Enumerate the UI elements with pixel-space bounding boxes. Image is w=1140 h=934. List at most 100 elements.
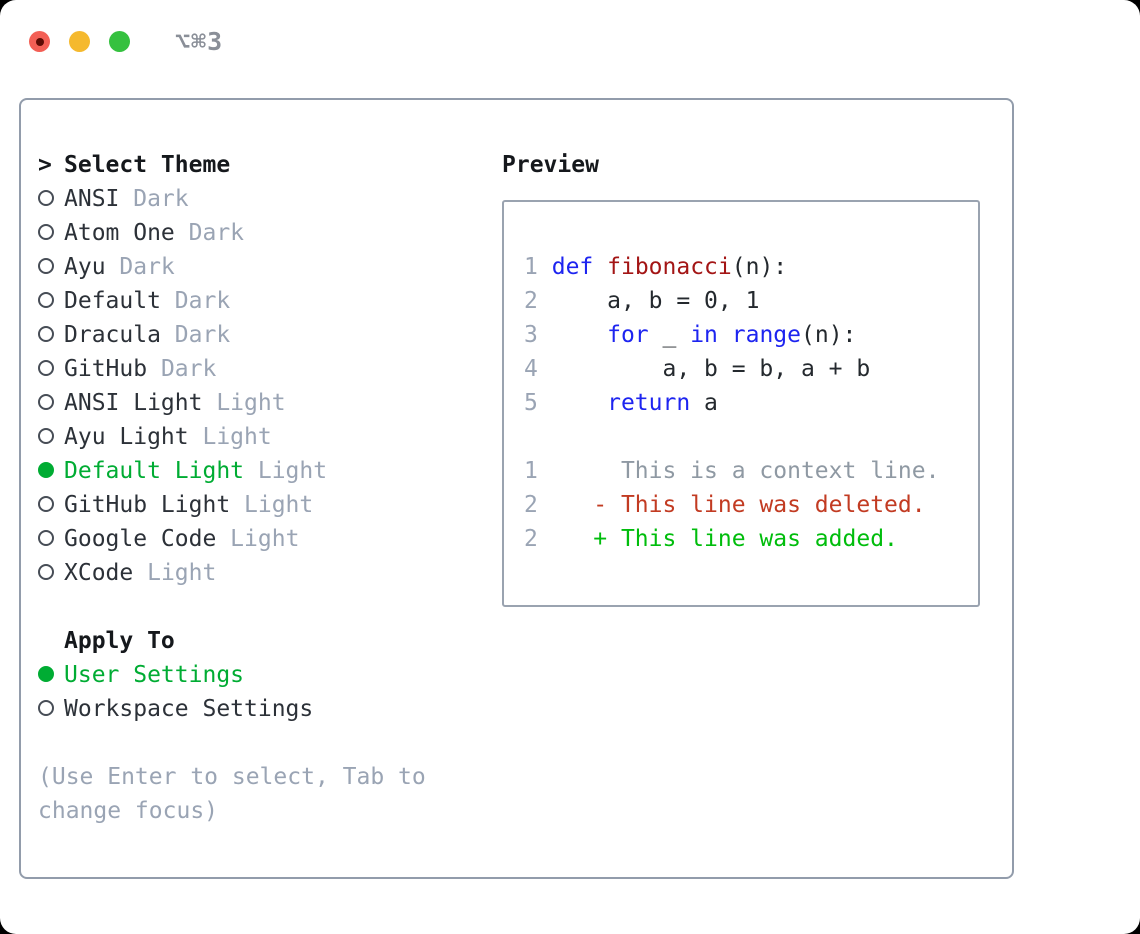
window-titlebar: ⌥⌘3 (29, 27, 223, 56)
diff-text: + This line was added. (537, 526, 898, 552)
radio-icon (38, 284, 64, 318)
theme-option-default-light[interactable]: Default Light Light (38, 454, 502, 488)
code-line: 3 for _ in range(n): (524, 318, 978, 352)
line-number: 5 (524, 390, 538, 416)
diff-line-added: 2 + This line was added. (524, 522, 978, 556)
option-variant-label: Dark (119, 186, 189, 212)
option-label: Atom One (64, 220, 175, 246)
apply-to-header: Apply To (38, 624, 502, 658)
code-token-plain: a, b = 0, 1 (551, 288, 760, 314)
radio-icon (38, 522, 64, 556)
theme-option-ansi[interactable]: ANSI Dark (38, 182, 502, 216)
select-theme-header: > Select Theme (38, 148, 502, 182)
line-number: 2 (524, 288, 538, 314)
code-token-keyword: def (551, 254, 594, 280)
code-token-function: fibonacci (607, 254, 732, 280)
option-label: User Settings (64, 662, 245, 688)
code-token-keyword: range (731, 322, 802, 348)
code-line: 4 a, b = b, a + b (524, 352, 978, 386)
code-line: 2 a, b = 0, 1 (524, 284, 978, 318)
radio-icon (38, 386, 64, 420)
theme-option-atom-one[interactable]: Atom One Dark (38, 216, 502, 250)
option-label: Dracula (64, 322, 161, 348)
code-token-plain: _ (648, 322, 691, 348)
line-number: 3 (524, 322, 538, 348)
code-line: 5 return a (524, 386, 978, 420)
code-token-keyword: for (607, 322, 649, 348)
help-text: (Use Enter to select, Tab to change focu… (38, 764, 426, 824)
preview-label: Preview (502, 152, 599, 178)
radio-icon (38, 556, 64, 590)
radio-selected-icon (38, 454, 64, 488)
cursor-icon: > (38, 152, 52, 178)
option-variant-label: Light (188, 424, 272, 450)
window-title: ⌥⌘3 (175, 27, 224, 56)
code-token-plain: (n): (731, 254, 788, 280)
diff-line-context: 1 This is a context line. (524, 454, 978, 488)
option-label: Workspace Settings (64, 696, 314, 722)
theme-option-github[interactable]: GitHub Dark (38, 352, 502, 386)
theme-option-google-code[interactable]: Google Code Light (38, 522, 502, 556)
option-label: Default Light (64, 458, 245, 484)
line-number: 2 (524, 492, 538, 518)
code-token-plain (718, 322, 732, 348)
code-token-keyword: in (690, 322, 718, 348)
radio-icon (38, 692, 64, 726)
radio-icon (38, 182, 64, 216)
radio-selected-icon (38, 658, 64, 692)
zoom-button[interactable] (109, 31, 130, 52)
code-token-plain: (n): (801, 322, 857, 348)
code-token-plain: a (690, 390, 718, 416)
diff-line-deleted: 2 - This line was deleted. (524, 488, 978, 522)
select-theme-label: Select Theme (64, 152, 231, 178)
apply-option-user-settings[interactable]: User Settings (38, 658, 502, 692)
option-variant-label: Dark (160, 288, 231, 314)
line-number: 2 (524, 526, 538, 552)
option-variant-label: Light (202, 390, 286, 416)
radio-icon (38, 352, 64, 386)
diff-text: This is a context line. (537, 458, 940, 484)
option-label: Google Code (64, 526, 217, 552)
minimize-button[interactable] (69, 31, 90, 52)
option-label: GitHub Light (64, 492, 231, 518)
theme-option-github-light[interactable]: GitHub Light Light (38, 488, 502, 522)
option-variant-label: Dark (160, 322, 231, 348)
theme-option-ayu-light[interactable]: Ayu Light Light (38, 420, 502, 454)
line-number: 1 (524, 458, 538, 484)
theme-option-ayu[interactable]: Ayu Dark (38, 250, 502, 284)
code-token-plain: a, b = b, a + b (551, 356, 871, 382)
option-label: ANSI (64, 186, 120, 212)
diff-text: - This line was deleted. (537, 492, 926, 518)
line-number: 4 (524, 356, 538, 382)
theme-option-xcode[interactable]: XCode Light (38, 556, 502, 590)
option-label: ANSI Light (64, 390, 203, 416)
option-variant-label: Dark (174, 220, 245, 246)
theme-option-dracula[interactable]: Dracula Dark (38, 318, 502, 352)
preview-panel: Preview 1 def fibonacci(n):2 a, b = 0, 1… (502, 148, 988, 877)
radio-icon (38, 216, 64, 250)
option-variant-label: Dark (105, 254, 175, 280)
theme-option-ansi-light[interactable]: ANSI Light Light (38, 386, 502, 420)
apply-to-label: Apply To (64, 628, 175, 654)
line-number: 1 (524, 254, 538, 280)
radio-icon (38, 488, 64, 522)
option-variant-label: Light (133, 560, 217, 586)
code-line: 1 def fibonacci(n): (524, 250, 978, 284)
option-label: XCode (64, 560, 134, 586)
diff-sample: 1 This is a context line.2 - This line w… (524, 454, 978, 556)
theme-option-default[interactable]: Default Dark (38, 284, 502, 318)
code-token-plain (552, 390, 607, 416)
option-variant-label: Light (216, 526, 300, 552)
option-label: GitHub (64, 356, 148, 382)
close-button[interactable] (29, 31, 50, 52)
option-label: Ayu (64, 254, 106, 280)
option-variant-label: Dark (147, 356, 217, 382)
apply-option-workspace-settings[interactable]: Workspace Settings (38, 692, 502, 726)
